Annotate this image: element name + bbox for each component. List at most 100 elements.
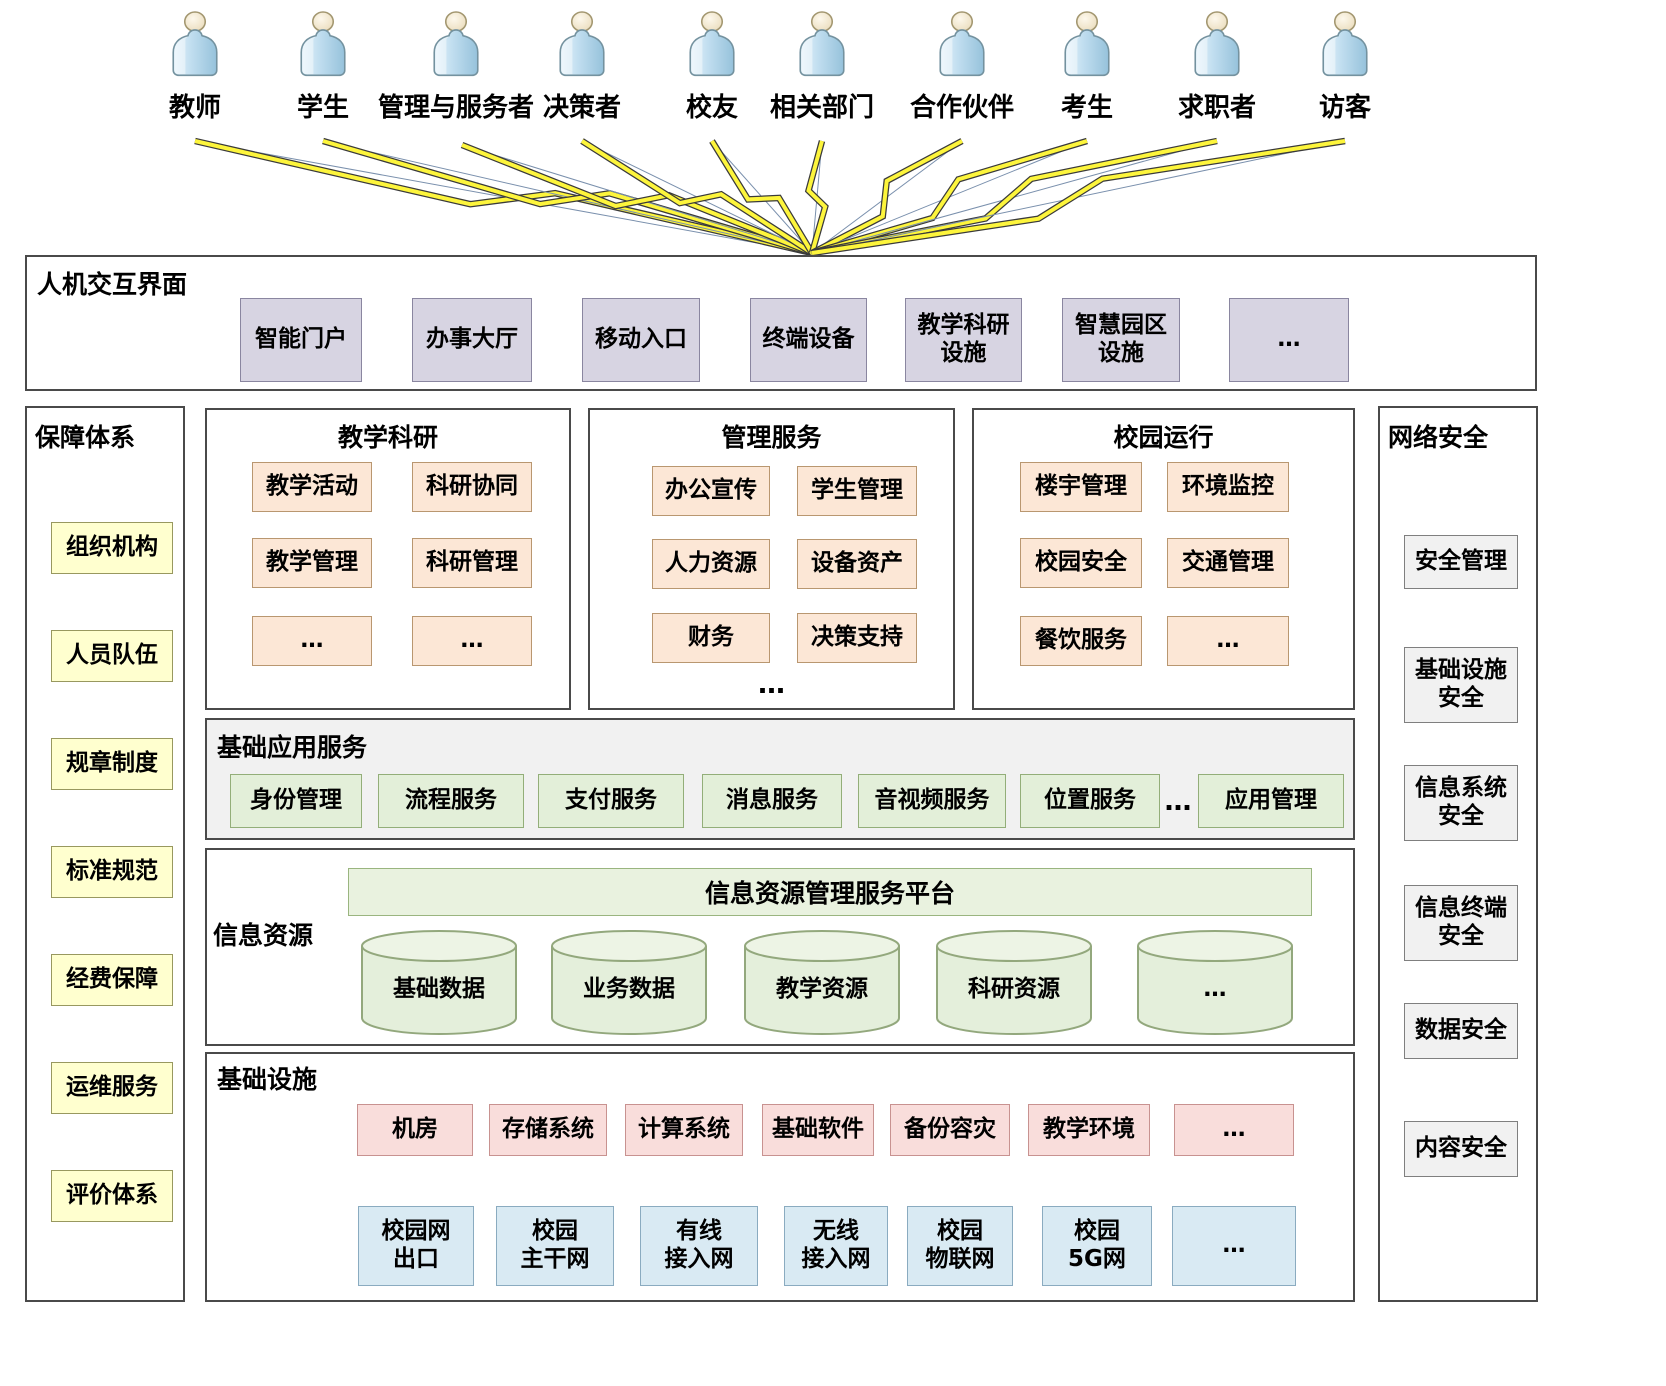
network-item: 无线 接入网 [784,1206,888,1286]
user-role-label: 决策者 [542,93,621,123]
cylinder-label: 科研资源 [968,976,1060,1002]
security-item: 内容安全 [1404,1121,1518,1177]
infra-item: 存储系统 [489,1104,607,1156]
infrastructure-title: 基础设施 [217,1065,318,1094]
hci-item: 办事大厅 [412,298,532,382]
campus-item: 餐饮服务 [1020,616,1142,666]
guarantee-item: 规章制度 [51,738,173,790]
ellipsis-text: … [1164,785,1192,817]
user-role-label: 求职者 [1177,93,1256,123]
hci-item: 智能门户 [240,298,362,382]
ellipsis-box: … [252,616,372,666]
hci-title: 人机交互界面 [37,270,188,299]
data-cylinder: 业务数据 [551,930,707,1035]
app-service-item: 应用管理 [1198,774,1344,828]
teaching-research-title: 教学科研 [337,423,438,452]
app-service-item: 位置服务 [1020,774,1160,828]
teaching-item: 教学活动 [252,462,372,512]
ellipsis-box: … [1229,298,1349,382]
hci-item: 智慧园区 设施 [1062,298,1180,382]
infra-item: 机房 [357,1104,473,1156]
ellipsis-box: … [1172,1206,1296,1286]
hci-item: 教学科研 设施 [905,298,1022,382]
security-item: 信息终端 安全 [1404,885,1518,961]
campus-item: 交通管理 [1167,538,1289,588]
person-icon [1185,6,1249,82]
network-item: 校园网 出口 [358,1206,474,1286]
data-cylinder: 科研资源 [936,930,1092,1035]
management-item: 办公宣传 [652,466,770,516]
app-services-title: 基础应用服务 [217,733,368,762]
app-service-item: 消息服务 [702,774,842,828]
guarantee-item: 组织机构 [51,522,173,574]
person-icon [680,6,744,82]
person-icon [163,6,227,82]
info-resources-panel: 信息资源 信息资源管理服务平台 基础数据 业务数据 教学资源 科研资源 … [205,848,1355,1046]
campus-item: 校园安全 [1020,538,1142,588]
ellipsis-box: … [412,616,532,666]
guarantee-item: 运维服务 [51,1062,173,1114]
network-item: 校园 物联网 [907,1206,1013,1286]
infra-item: 备份容灾 [890,1104,1010,1156]
user-role-label: 管理与服务者 [377,93,534,123]
user-role: 相关部门 [742,6,902,124]
data-cylinder: … [1137,930,1293,1035]
management-services-panel: 管理服务 办公宣传 学生管理 人力资源 设备资产 财务 决策支持 … [588,408,955,710]
cylinder-label: 基础数据 [393,976,485,1002]
app-service-item: 支付服务 [538,774,684,828]
hci-item: 移动入口 [582,298,700,382]
cylinder-label: 教学资源 [776,975,868,1002]
person-icon [424,6,488,82]
app-service-item: 身份管理 [230,774,362,828]
network-item: 校园 主干网 [496,1206,614,1286]
user-role-label: 学生 [296,93,349,123]
management-item: 人力资源 [652,539,770,589]
app-services-panel: 基础应用服务 身份管理 流程服务 支付服务 消息服务 音视频服务 位置服务 … … [205,718,1355,840]
campus-item: 环境监控 [1167,462,1289,512]
data-cylinder: 教学资源 [744,930,900,1035]
network-item: 有线 接入网 [640,1206,758,1286]
management-services-title: 管理服务 [721,423,822,452]
app-service-item: 流程服务 [378,774,524,828]
user-role: 合作伙伴 [882,6,1042,124]
teaching-item: 科研协同 [412,462,532,512]
user-role-label: 相关部门 [769,93,874,123]
cylinder-label: … [1204,976,1227,1002]
infra-item: 计算系统 [625,1104,743,1156]
hci-panel: 人机交互界面 智能门户 办事大厅 移动入口 终端设备 教学科研 设施 智慧园区 … [25,255,1537,391]
security-item: 基础设施 安全 [1404,647,1518,723]
management-item: 学生管理 [797,466,917,516]
user-role: 管理与服务者 [346,6,566,124]
management-item: 决策支持 [797,613,917,663]
campus-operation-panel: 校园运行 楼宇管理 环境监控 校园安全 交通管理 餐饮服务 … [972,408,1355,710]
security-item: 信息系统 安全 [1404,765,1518,841]
user-role-label: 访客 [1318,93,1371,123]
teaching-research-panel: 教学科研 教学活动 科研协同 教学管理 科研管理 … … [205,408,571,710]
guarantee-title: 保障体系 [35,423,136,452]
person-icon [790,6,854,82]
security-item: 安全管理 [1404,535,1518,589]
guarantee-item: 经费保障 [51,954,173,1006]
guarantee-item: 评价体系 [51,1170,173,1222]
infra-item: 基础软件 [762,1104,874,1156]
info-resources-title: 信息资源 [213,921,314,950]
campus-item: 楼宇管理 [1020,462,1142,512]
user-role: 学生 [253,6,393,124]
teaching-item: 教学管理 [252,538,372,588]
hci-item: 终端设备 [750,298,867,382]
management-item: 财务 [652,613,770,663]
network-item: 校园 5G网 [1042,1206,1152,1286]
ellipsis-box: … [1174,1104,1294,1156]
user-role-label: 合作伙伴 [909,93,1014,123]
user-role: 教师 [125,6,265,124]
person-icon [930,6,994,82]
user-role: 求职者 [1142,6,1292,124]
cylinder-label: 业务数据 [583,976,675,1002]
infra-item: 教学环境 [1028,1104,1150,1156]
ellipsis-box: … [1167,616,1289,666]
info-platform-bar: 信息资源管理服务平台 [348,868,1312,916]
teaching-item: 科研管理 [412,538,532,588]
person-icon [1055,6,1119,82]
infrastructure-panel: 基础设施 机房 存储系统 计算系统 基础软件 备份容灾 教学环境 … 校园网 出… [205,1052,1355,1302]
